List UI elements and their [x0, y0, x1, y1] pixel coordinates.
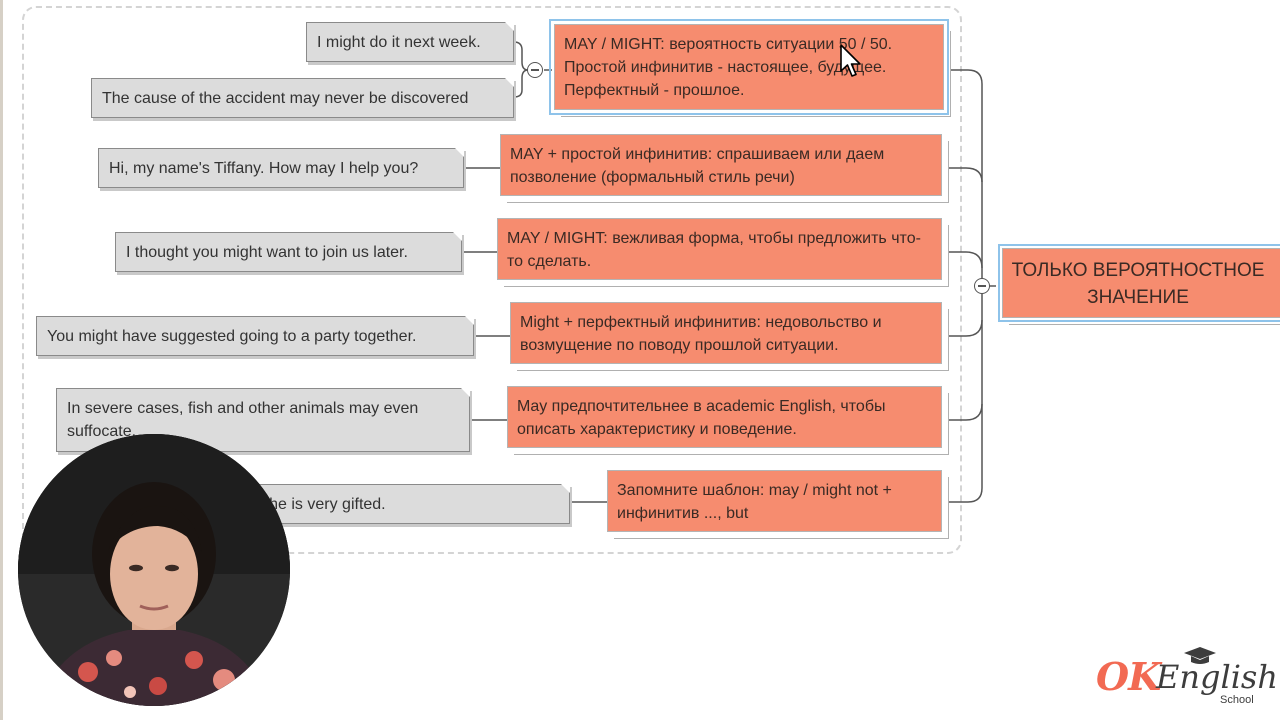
boundary-frame [22, 6, 962, 554]
logo-school-text: School [1220, 694, 1254, 706]
example-note[interactable]: Hi, my name's Tiffany. How may I help yo… [98, 148, 464, 188]
example-note-text: I might do it next week. [317, 34, 481, 51]
branch-topic[interactable]: May предпочтительнее в academic English,… [507, 386, 942, 448]
branch-topic[interactable]: Запомните шаблон: may / might not + инфи… [607, 470, 942, 532]
example-note[interactable]: I might do it next week. [306, 22, 514, 62]
branch-topic-label: May предпочтительнее в academic English,… [517, 398, 886, 438]
branch-topic[interactable]: MAY / MIGHT: вежливая форма, чтобы предл… [497, 218, 942, 280]
example-note-text: Hi, my name's Tiffany. How may I help yo… [109, 160, 419, 177]
logo-english-text: English [1156, 658, 1278, 696]
branch-topic[interactable]: Might + перфектный инфинитив: недовольст… [510, 302, 942, 364]
branch-topic[interactable]: MAY + простой инфинитив: спрашиваем или … [500, 134, 942, 196]
branch-topic-label: Might + перфектный инфинитив: недовольст… [520, 314, 882, 354]
central-topic[interactable]: ТОЛЬКО ВЕРОЯТНОСТНОЕ ЗНАЧЕНИЕ [998, 244, 1280, 322]
example-note[interactable]: You might have suggested going to a part… [36, 316, 474, 356]
logo-ok-text: OK [1096, 654, 1161, 699]
branch-topic-label: MAY / MIGHT: вежливая форма, чтобы предл… [507, 230, 921, 270]
collapse-toggle-icon[interactable] [527, 62, 543, 78]
webcam-video [18, 434, 290, 706]
branch-topic-label: MAY / MIGHT: вероятность ситуации 50 / 5… [564, 36, 893, 99]
example-note-text: You might have suggested going to a part… [47, 328, 417, 345]
example-note-text: The cause of the accident may never be d… [102, 90, 469, 107]
left-edge-divider [0, 0, 3, 720]
branch-topic-label: MAY + простой инфинитив: спрашиваем или … [510, 146, 885, 186]
branch-topic-label: Запомните шаблон: may / might not + инфи… [617, 482, 892, 522]
ok-english-logo: OK English School [1096, 646, 1278, 712]
example-note[interactable]: The cause of the accident may never be d… [91, 78, 514, 118]
mouse-cursor-icon [840, 44, 861, 77]
example-note-text: In severe cases, fish and other animals … [67, 400, 419, 440]
presenter-image [18, 434, 290, 706]
central-topic-label: ТОЛЬКО ВЕРОЯТНОСТНОЕ ЗНАЧЕНИЕ [1011, 260, 1265, 308]
branch-topic[interactable]: MAY / MIGHT: вероятность ситуации 50 / 5… [549, 19, 949, 115]
example-note[interactable]: I thought you might want to join us late… [115, 232, 462, 272]
collapse-toggle-icon[interactable] [974, 278, 990, 294]
example-note-text: I thought you might want to join us late… [126, 244, 408, 261]
graduation-cap-icon [1184, 647, 1216, 664]
